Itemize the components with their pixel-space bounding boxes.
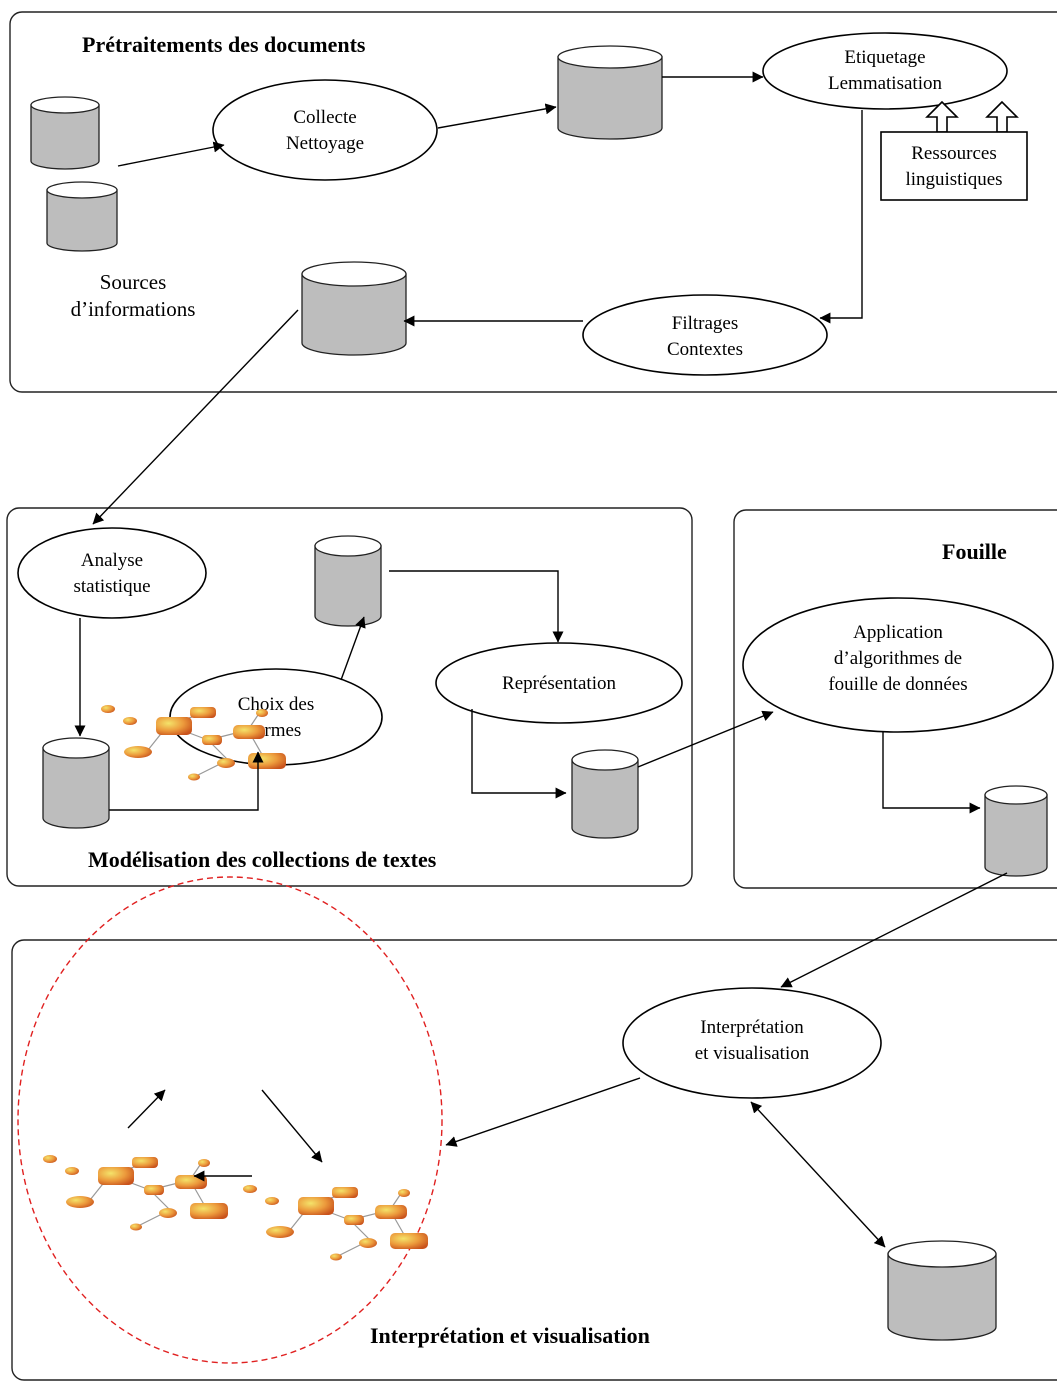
svg-text:d’informations: d’informations xyxy=(71,297,196,321)
database-icon xyxy=(314,535,382,627)
svg-text:Ressources: Ressources xyxy=(911,143,996,164)
node-application: Application d’algorithmes de fouille de … xyxy=(742,597,1054,733)
database-icon xyxy=(42,737,110,829)
connectors xyxy=(74,71,1008,1248)
node-ressources: Ressources linguistiques xyxy=(880,100,1028,201)
node-representation: Représentation xyxy=(435,642,683,724)
database-icon xyxy=(30,96,100,170)
database-icon xyxy=(46,181,118,252)
panel-title-modelisation: Modélisation des collections de textes xyxy=(88,847,437,872)
database-icon xyxy=(984,785,1048,877)
node-collecte: Collecte Nettoyage xyxy=(212,79,438,181)
svg-text:Nettoyage: Nettoyage xyxy=(286,133,364,154)
svg-text:Sources: Sources xyxy=(100,270,167,294)
svg-text:Contextes: Contextes xyxy=(667,339,743,360)
database-icon xyxy=(571,749,639,839)
svg-text:Lemmatisation: Lemmatisation xyxy=(828,73,942,94)
database-icon xyxy=(301,261,407,356)
svg-text:Analyse: Analyse xyxy=(81,550,143,571)
panel-pretraitement: Prétraitements des documents xyxy=(9,11,1057,393)
node-analyse: Analyse statistique xyxy=(17,527,207,619)
svg-text:linguistiques: linguistiques xyxy=(905,169,1002,190)
concept-graph-icon xyxy=(242,1184,429,1262)
visualisation-cluster xyxy=(17,704,443,1364)
panel-title-interpretation: Interprétation et visualisation xyxy=(370,1323,650,1348)
concept-graph-icon xyxy=(42,1154,229,1232)
svg-text:Application: Application xyxy=(853,622,943,643)
svg-text:Interprétation: Interprétation xyxy=(700,1017,804,1038)
node-interpretation: Interprétation et visualisation xyxy=(622,987,882,1099)
node-filtrages: Filtrages Contextes xyxy=(582,294,828,376)
panel-interpretation: Interprétation et visualisation xyxy=(11,939,1057,1381)
node-choix: Choix des termes xyxy=(169,668,383,766)
panel-title-fouille: Fouille xyxy=(942,539,1007,564)
svg-text:Choix des: Choix des xyxy=(238,694,315,715)
svg-text:et visualisation: et visualisation xyxy=(695,1043,810,1064)
database-icon xyxy=(557,45,663,140)
label-sources: Sources d’informations xyxy=(71,270,196,321)
database-icon xyxy=(887,1240,997,1341)
svg-text:Filtrages: Filtrages xyxy=(672,313,739,334)
svg-text:Représentation: Représentation xyxy=(502,673,616,694)
panel-fouille: Fouille xyxy=(733,509,1057,889)
panel-modelisation: Modélisation des collections de textes xyxy=(6,507,693,887)
svg-text:statistique: statistique xyxy=(73,576,150,597)
svg-text:Collecte: Collecte xyxy=(293,107,356,128)
panel-title-pretraitement: Prétraitements des documents xyxy=(82,32,366,57)
node-etiquetage: Etiquetage Lemmatisation xyxy=(762,32,1008,110)
svg-text:Etiquetage: Etiquetage xyxy=(844,47,925,68)
svg-text:fouille de données: fouille de données xyxy=(828,674,967,695)
svg-text:d’algorithmes de: d’algorithmes de xyxy=(834,648,962,669)
